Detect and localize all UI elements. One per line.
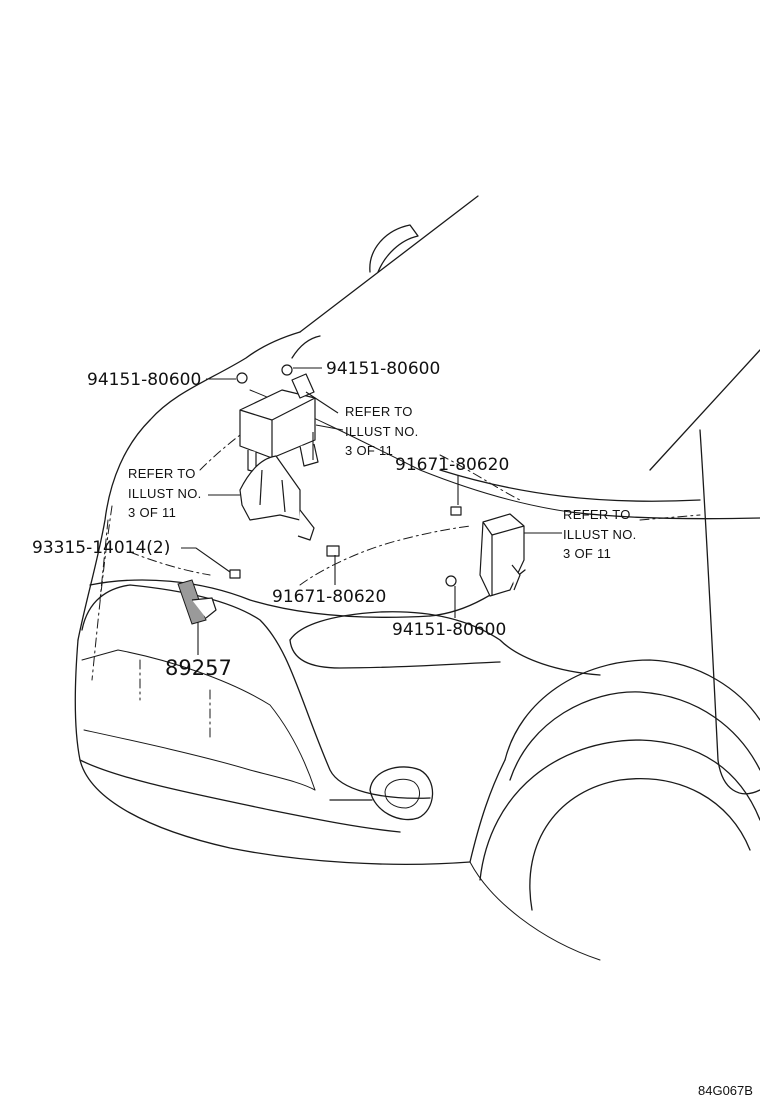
note-line: ILLUST NO. bbox=[128, 486, 202, 501]
fastener-nut-1 bbox=[236, 372, 248, 384]
note-line: REFER TO bbox=[128, 466, 196, 481]
note-line: 3 OF 11 bbox=[345, 443, 393, 458]
part-number-91671-lower: 91671-80620 bbox=[272, 587, 386, 607]
part-number-94151-right: 94151-80600 bbox=[392, 620, 506, 640]
note-line: ILLUST NO. bbox=[345, 424, 419, 439]
vehicle-outline bbox=[74, 195, 760, 961]
fastener-nut-3 bbox=[445, 575, 457, 587]
note-line: 3 OF 11 bbox=[563, 546, 611, 561]
part-number-94151-left: 94151-80600 bbox=[87, 370, 201, 390]
reference-note-top: REFER TO ILLUST NO. 3 OF 11 bbox=[345, 404, 419, 458]
note-line: REFER TO bbox=[345, 404, 413, 419]
note-line: ILLUST NO. bbox=[563, 527, 637, 542]
note-line: 3 OF 11 bbox=[128, 505, 176, 520]
leader-lines bbox=[181, 367, 562, 655]
fastener-nut-2 bbox=[281, 364, 293, 376]
part-89257-sensor bbox=[177, 579, 217, 625]
part-number-93315: 93315-14014(2) bbox=[32, 538, 170, 558]
figure-code: 84G067B bbox=[698, 1083, 753, 1098]
part-number-89257: 89257 bbox=[165, 656, 232, 680]
part-number-94151-top: 94151-80600 bbox=[326, 359, 440, 379]
part-number-91671-upper: 91671-80620 bbox=[395, 455, 509, 475]
fastener-bolt-1 bbox=[450, 506, 462, 516]
fastener-bolt-2 bbox=[326, 545, 340, 557]
reference-note-right: REFER TO ILLUST NO. 3 OF 11 bbox=[563, 507, 637, 561]
note-line: REFER TO bbox=[563, 507, 631, 522]
fastener-bolt-3 bbox=[229, 569, 241, 579]
part-bracket bbox=[239, 455, 315, 541]
reference-note-left: REFER TO ILLUST NO. 3 OF 11 bbox=[128, 466, 202, 520]
part-relay-block bbox=[239, 373, 319, 473]
part-fuse-box bbox=[479, 513, 525, 597]
